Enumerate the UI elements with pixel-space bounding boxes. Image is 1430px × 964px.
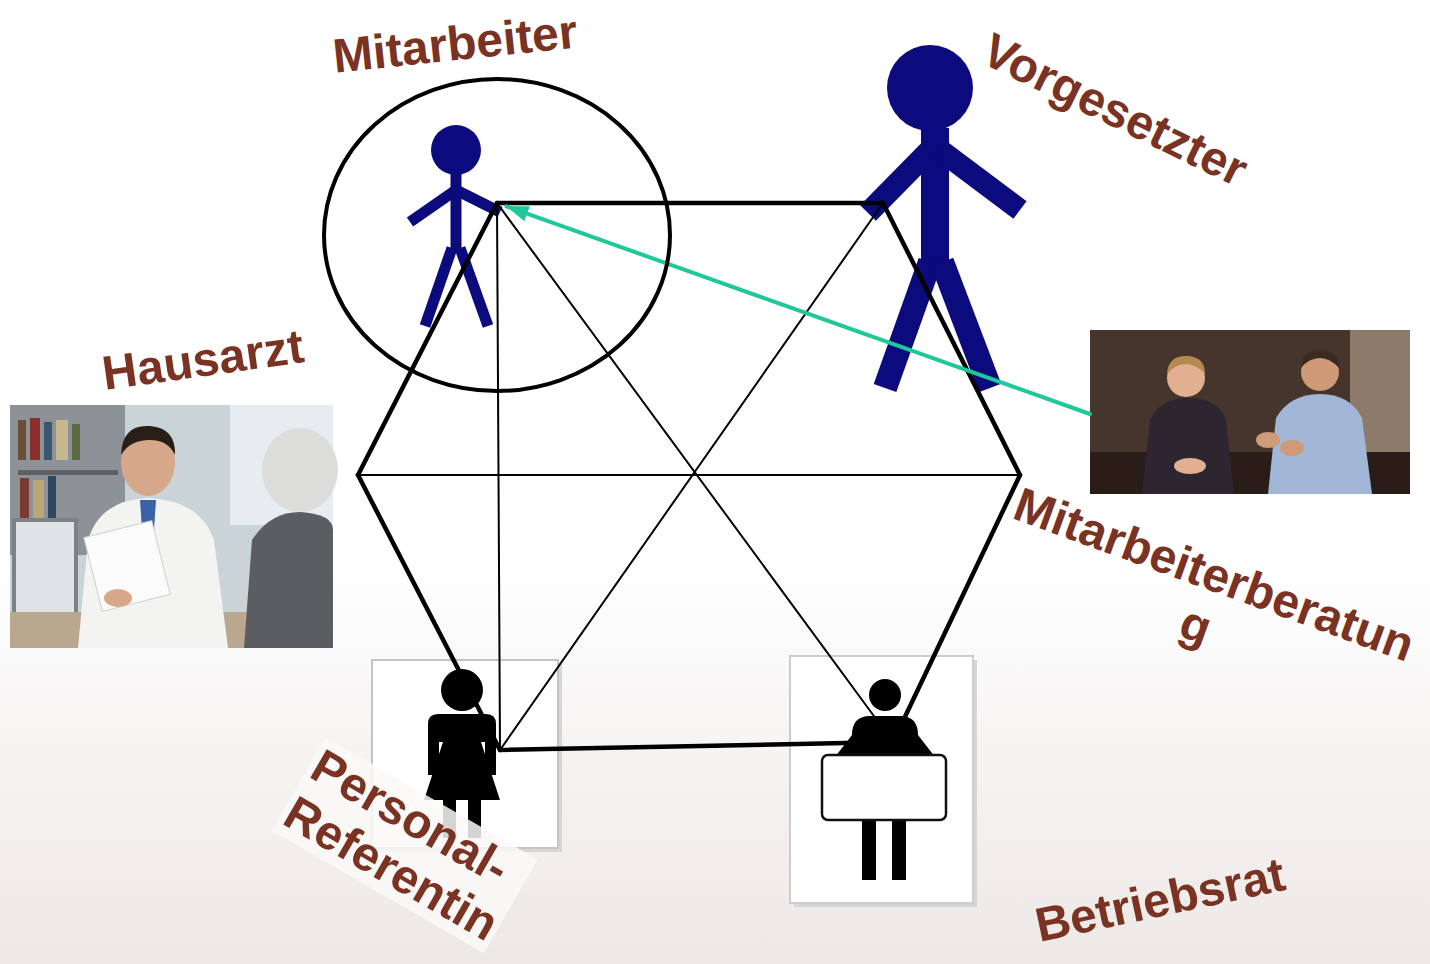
label-holder: Mitarbeiterberatun g: [989, 477, 1422, 722]
manager-figure-part: [887, 45, 973, 131]
connector-line: [883, 203, 1020, 475]
label-holder: Mitarbeiter: [330, 4, 580, 83]
works-council-figure-part: [835, 716, 935, 757]
employee-figure-part: [451, 174, 462, 252]
works-council-figure-part: [892, 818, 906, 880]
counselling-photo: [1090, 330, 1410, 494]
circle-outline-shape: [324, 79, 670, 391]
counselling-photo-part: [1301, 350, 1339, 368]
doctor-photo-part: [30, 418, 40, 460]
works-council-figure-part: [790, 656, 973, 903]
employee-figure-part: [410, 190, 456, 222]
connector-line: [893, 475, 1020, 742]
doctor-photo-part: [104, 589, 132, 607]
doctor-photo: [10, 405, 338, 648]
counselling-node: Mitarbeiterberatun g: [1090, 330, 1410, 494]
manager-figure-part: [940, 150, 1020, 210]
counselling-photo-part: [1174, 458, 1206, 474]
connector-line: [358, 475, 500, 750]
doctor-photo-part: [72, 424, 80, 460]
node-label: Personal- Referentin: [272, 737, 538, 953]
counselling-photo-part: [1142, 398, 1234, 494]
works-council-figure-part: [822, 755, 946, 820]
employee-figure-part: [460, 248, 488, 326]
hr-node: Personal- Referentin: [372, 660, 558, 848]
doctor-node: Hausarzt: [10, 405, 333, 648]
doctor-photo-part: [244, 512, 333, 648]
works-council-figure: [790, 656, 977, 907]
counselling-photo-part: [1256, 432, 1280, 448]
doctor-photo-part: [262, 428, 338, 512]
connector-line: [500, 203, 883, 750]
connector-line: [497, 201, 883, 206]
works-council-figure-part: [862, 818, 876, 880]
doctor-photo-part: [14, 520, 76, 620]
works-council-figure-part: [869, 679, 901, 711]
employee-circle: Mitarbeiter: [322, 77, 672, 393]
node-label: Mitarbeiterberatun g: [989, 477, 1422, 722]
doctor-photo-part: [33, 480, 44, 518]
doctor-photo-part: [121, 426, 175, 455]
doctor-photo-part: [18, 470, 118, 475]
works-council-node: Betriebsrat: [790, 656, 973, 903]
doctor-photo-part: [78, 498, 228, 648]
connector-line: [358, 203, 497, 475]
doctor-photo-part: [44, 422, 52, 460]
doctor-photo-part: [18, 420, 26, 460]
doctor-photo-part: [56, 420, 68, 460]
counselling-photo-part: [1090, 330, 1410, 494]
connector-line: [500, 742, 893, 750]
connector-line: [358, 474, 1020, 476]
label-holder: Personal- Referentin: [272, 737, 538, 953]
label-holder: Vorgesetzter: [974, 23, 1256, 197]
doctor-photo-part: [20, 478, 29, 518]
employee-figure-part: [431, 125, 481, 175]
label-holder: Betriebsrat: [1030, 847, 1289, 952]
doctor-photo-part: [84, 521, 170, 612]
counselling-photo-part: [1280, 440, 1304, 456]
label-holder: Hausarzt: [99, 319, 307, 400]
node-label: Vorgesetzter: [974, 23, 1256, 197]
counselling-photo-part: [1167, 356, 1205, 374]
node-label: Hausarzt: [99, 319, 307, 400]
connector-arrow: [506, 206, 1090, 414]
circle-outline: [322, 77, 672, 393]
node-label: Mitarbeiter: [330, 4, 580, 83]
doctor-photo-part: [48, 476, 56, 518]
node-label: Betriebsrat: [1030, 847, 1289, 952]
counselling-photo-part: [1268, 394, 1372, 494]
manager-node: Vorgesetzter: [850, 38, 1040, 390]
connector-line: [497, 203, 500, 750]
